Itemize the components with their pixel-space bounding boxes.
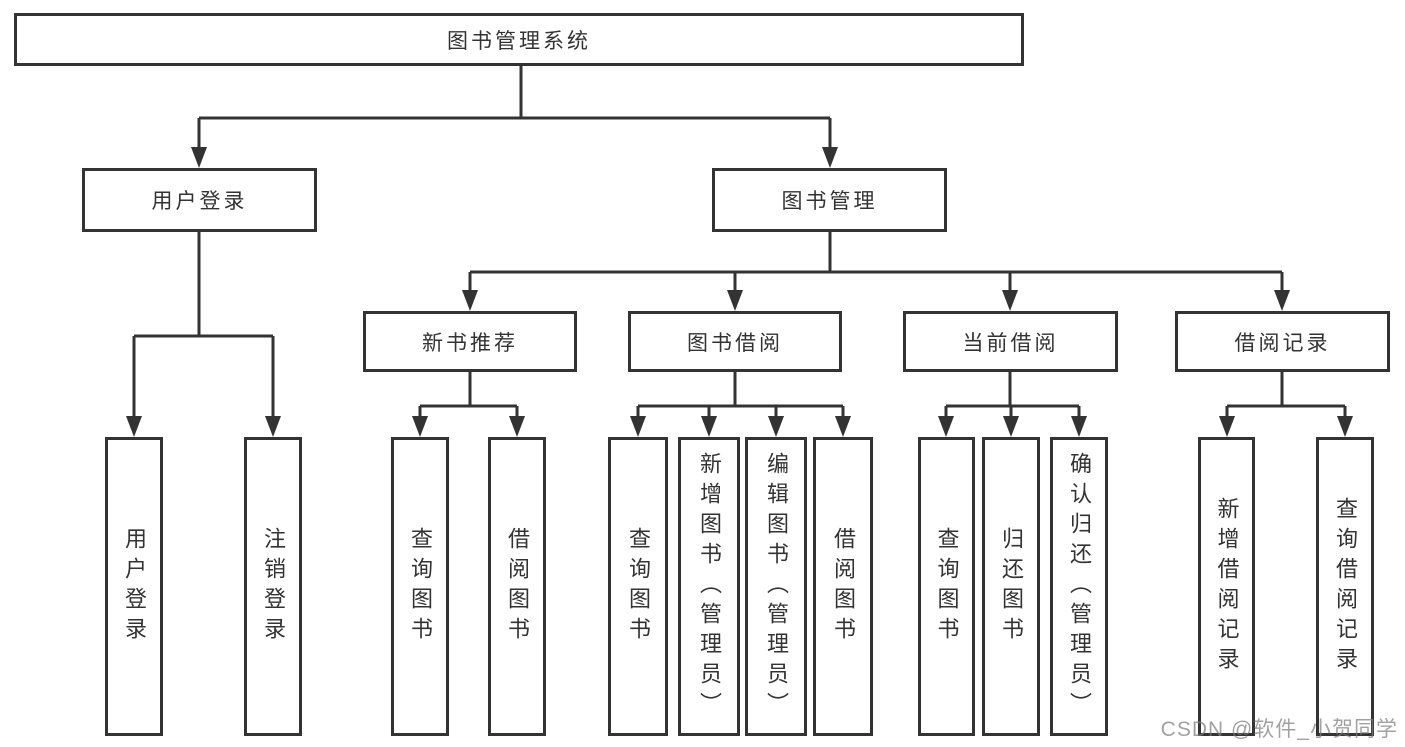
arrow-head xyxy=(1002,290,1018,311)
node-label: 图书管理系统 xyxy=(447,29,591,53)
leaf-label: 归还图书 xyxy=(999,526,1024,647)
arrow-head xyxy=(265,416,281,437)
leaf-label: 借阅图书 xyxy=(831,526,856,647)
arrow-head xyxy=(835,416,851,437)
arrow-head xyxy=(126,416,142,437)
leaf-label: 查询图书 xyxy=(408,526,433,647)
leaf-logout: 注销登录 xyxy=(244,437,302,736)
leaf-edit-book-admin: 编辑图书（管理员） xyxy=(745,437,807,736)
arrow-head xyxy=(822,147,838,168)
connector-userlogin-to-leaves xyxy=(132,232,275,416)
node-book-management: 图书管理 xyxy=(712,168,947,232)
leaf-user-login: 用户登录 xyxy=(105,437,163,736)
leaf-query-book: 查询图书 xyxy=(918,437,975,736)
node-label: 借阅记录 xyxy=(1234,331,1331,355)
node-borrow-records: 借阅记录 xyxy=(1175,311,1390,372)
arrow-head xyxy=(412,416,428,437)
node-label: 当前借阅 xyxy=(962,331,1059,355)
leaf-label: 用户登录 xyxy=(122,526,147,647)
arrow-head xyxy=(1219,416,1235,437)
leaf-label: 查询借阅记录 xyxy=(1333,496,1358,677)
arrow-head xyxy=(938,416,954,437)
leaf-add-book-admin: 新增图书（管理员） xyxy=(678,437,740,736)
connector-borrowrecords-to-leaves xyxy=(1225,372,1347,416)
arrow-head xyxy=(509,416,525,437)
arrow-head xyxy=(1337,416,1353,437)
leaf-label: 新增借阅记录 xyxy=(1214,496,1240,677)
connector-bookborrow-to-leaves xyxy=(636,372,845,416)
leaf-label: 新增图书（管理员） xyxy=(697,451,722,722)
leaf-label: 查询图书 xyxy=(626,526,651,647)
node-book-borrow: 图书借阅 xyxy=(628,311,842,372)
leaf-query-book: 查询图书 xyxy=(608,437,668,736)
leaf-label: 确认归还（管理员） xyxy=(1067,451,1092,722)
node-current-borrow: 当前借阅 xyxy=(903,311,1118,372)
node-root: 图书管理系统 xyxy=(14,13,1024,66)
arrow-head xyxy=(1003,416,1019,437)
connector-bookmgmt-to-level3 xyxy=(468,232,1284,290)
leaf-label: 查询图书 xyxy=(934,526,960,647)
leaf-label: 注销登录 xyxy=(261,526,286,647)
leaf-label: 编辑图书（管理员） xyxy=(764,451,789,722)
arrow-head xyxy=(768,416,784,437)
node-new-book-recommend: 新书推荐 xyxy=(363,311,577,372)
connector-currentborrow-to-leaves xyxy=(944,372,1081,416)
connector-newbook-to-leaves xyxy=(418,372,519,416)
leaf-return-book: 归还图书 xyxy=(982,437,1040,736)
leaf-query-borrow-record: 查询借阅记录 xyxy=(1316,437,1374,736)
leaf-query-book: 查询图书 xyxy=(391,437,449,736)
node-user-login: 用户登录 xyxy=(82,168,317,232)
arrow-head xyxy=(727,290,743,311)
leaf-add-borrow-record: 新增借阅记录 xyxy=(1198,437,1255,736)
watermark: CSDN @软件_小贺同学 xyxy=(1160,718,1398,741)
leaf-label: 借阅图书 xyxy=(505,526,530,647)
arrow-head xyxy=(701,416,717,437)
arrow-head xyxy=(1274,290,1290,311)
node-label: 新书推荐 xyxy=(422,331,518,355)
arrow-head xyxy=(630,416,646,437)
node-label: 用户登录 xyxy=(151,190,248,213)
arrow-head xyxy=(191,147,207,168)
leaf-borrow-book: 借阅图书 xyxy=(813,437,873,736)
leaf-borrow-book: 借阅图书 xyxy=(488,437,546,736)
node-label: 图书借阅 xyxy=(687,331,783,355)
arrow-head xyxy=(462,290,478,311)
arrow-head xyxy=(1071,416,1087,437)
node-label: 图书管理 xyxy=(781,190,878,213)
leaf-confirm-return-admin: 确认归还（管理员） xyxy=(1050,437,1108,736)
connector-root-to-level2 xyxy=(197,66,832,147)
